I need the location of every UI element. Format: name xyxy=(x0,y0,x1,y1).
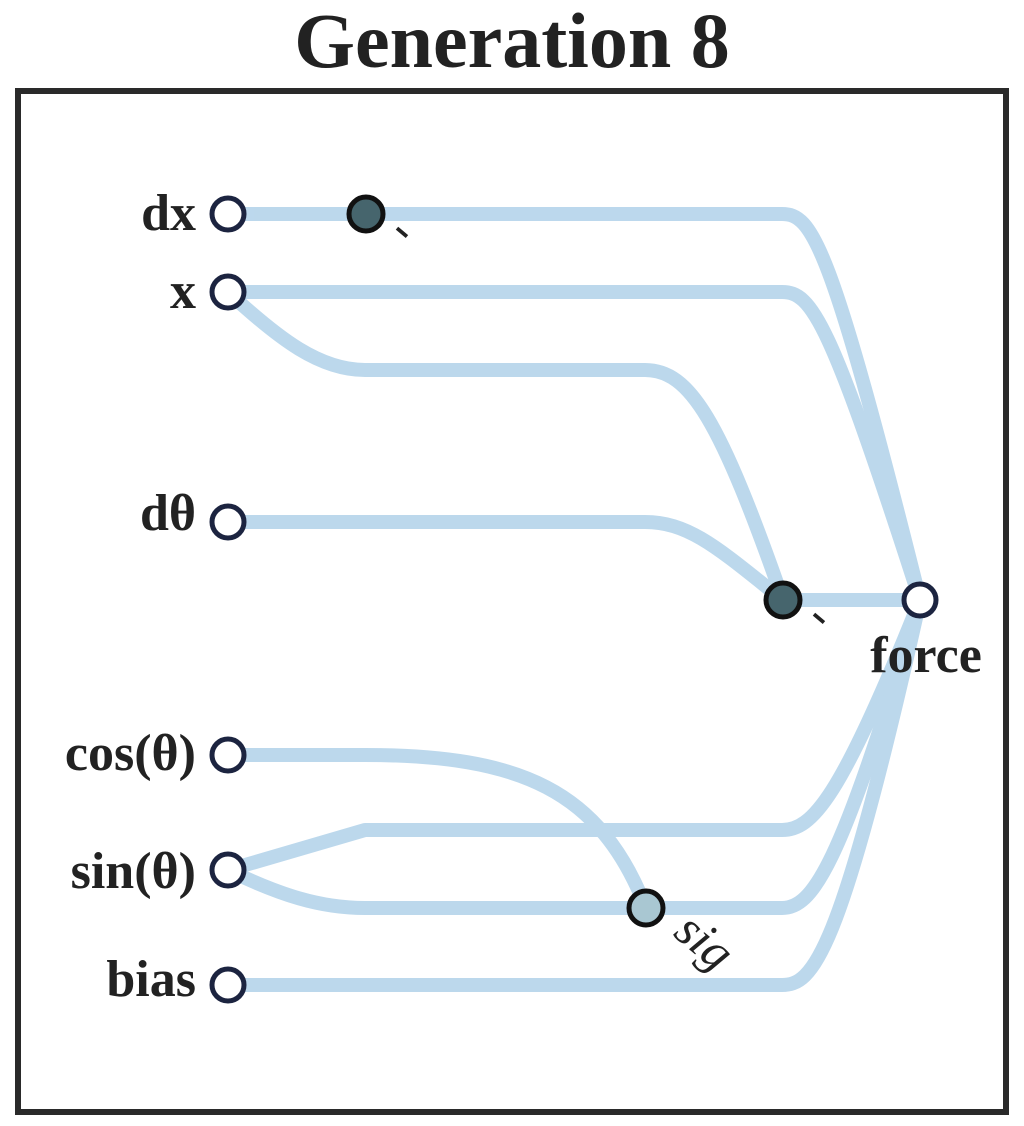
input-label-dx: dx xyxy=(141,185,196,242)
input-node-cos xyxy=(209,736,247,774)
input-label-x: x xyxy=(170,263,196,320)
input-node-sin xyxy=(209,851,247,889)
edge-bias-force xyxy=(221,593,927,992)
input-node-x xyxy=(209,273,247,311)
edge-x-force xyxy=(221,285,927,607)
input-node-dtheta xyxy=(209,503,247,541)
input-node-bias xyxy=(209,966,247,1004)
edge-dtheta-h2 xyxy=(221,515,790,607)
hidden-node-2 xyxy=(763,580,803,620)
hidden-node-1 xyxy=(346,194,386,234)
connections xyxy=(221,207,927,992)
input-label-dtheta: dθ xyxy=(140,485,196,542)
edge-x-h2 xyxy=(221,285,790,607)
output-label-force: force xyxy=(870,627,982,684)
edge-h3-force xyxy=(639,593,927,915)
output-node-force xyxy=(901,581,939,619)
edge-h1-force xyxy=(359,207,927,607)
edge-cos-h3 xyxy=(221,748,653,915)
hidden-node-3 xyxy=(626,888,666,928)
page-title: Generation 8 xyxy=(294,0,730,84)
input-label-sin: sin(θ) xyxy=(71,843,196,900)
input-label-bias: bias xyxy=(106,951,196,1008)
diagram-frame xyxy=(15,88,1009,1115)
input-node-dx xyxy=(209,195,247,233)
input-label-cos: cos(θ) xyxy=(65,725,196,782)
input-nodes xyxy=(209,195,247,1004)
edge-sin-h3 xyxy=(221,863,653,915)
edge-sin-force-upper xyxy=(221,593,927,877)
